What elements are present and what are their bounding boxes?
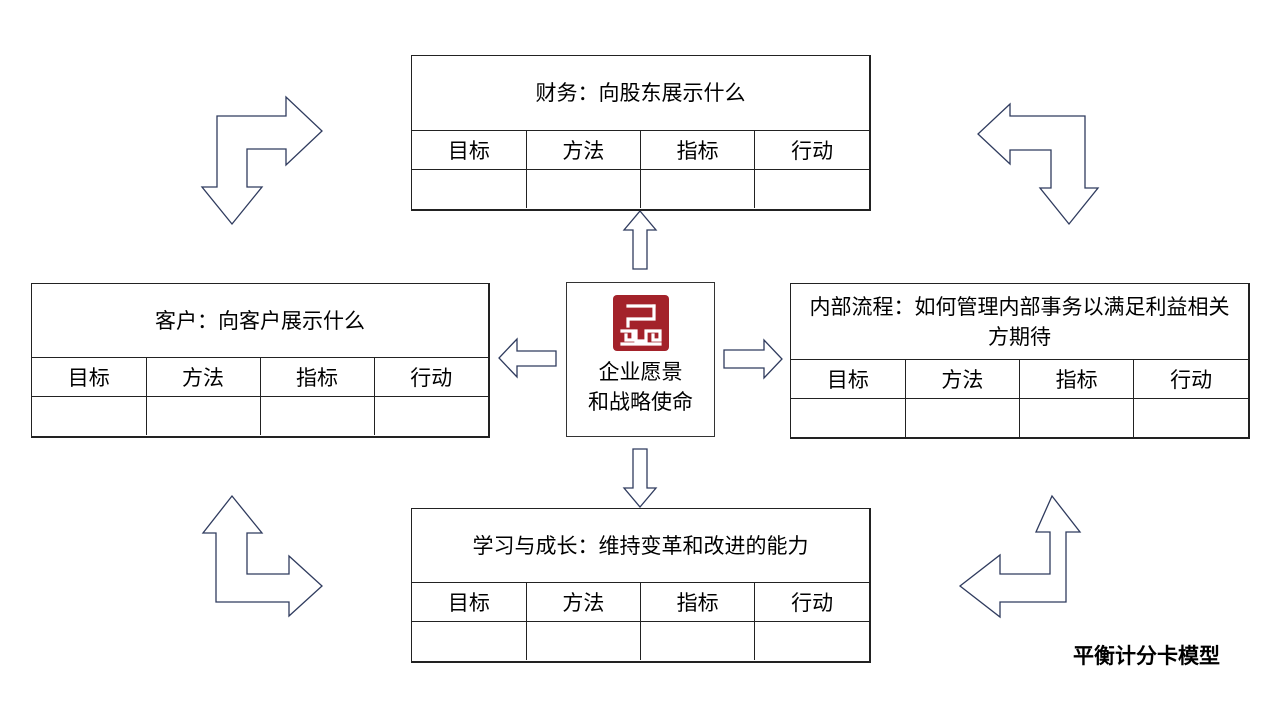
column-header-action: 行动 — [754, 131, 869, 170]
empty-cell — [755, 170, 869, 209]
empty-cell — [640, 621, 756, 660]
vision-text: 企业愿景 和战略使命 — [567, 357, 714, 417]
empty-cell — [526, 169, 642, 208]
empty-cell — [32, 396, 147, 435]
arrow-right-to-process — [723, 338, 783, 380]
empty-cell — [1134, 399, 1248, 438]
fret-pattern-icon — [620, 304, 662, 346]
column-header-metric: 指标 — [1019, 360, 1135, 399]
vision-line-1: 企业愿景 — [598, 360, 683, 384]
company-logo-icon — [613, 295, 669, 351]
customer-table: 目标 方法 指标 行动 — [32, 358, 488, 435]
customer-title: 客户：向客户展示什么 — [32, 284, 488, 358]
empty-cell — [755, 622, 869, 661]
finance-title: 财务：向股东展示什么 — [412, 56, 869, 131]
vision-line-2: 和战略使命 — [588, 390, 693, 414]
column-header-metric: 指标 — [260, 358, 375, 397]
column-header-goal: 目标 — [412, 583, 527, 622]
column-header-action: 行动 — [754, 583, 869, 622]
empty-cell — [374, 397, 488, 436]
bent-arrow-top-right — [977, 102, 1100, 226]
vision-mission-box: 企业愿景 和战略使命 — [566, 282, 715, 437]
column-header-action: 行动 — [374, 358, 488, 397]
bent-arrow-top-left — [200, 95, 323, 226]
empty-cell — [791, 398, 906, 437]
column-header-action: 行动 — [1133, 360, 1248, 399]
column-header-metric: 指标 — [640, 131, 756, 170]
column-header-metric: 指标 — [640, 583, 756, 622]
learning-panel: 学习与成长：维持变革和改进的能力 目标 方法 指标 行动 — [411, 508, 871, 663]
column-header-method: 方法 — [146, 358, 261, 397]
bent-arrow-bottom-left — [201, 494, 323, 618]
process-panel: 内部流程：如何管理内部事务以满足利益相关方期待 目标 方法 指标 行动 — [790, 283, 1250, 439]
empty-cell — [412, 621, 527, 660]
empty-cell — [526, 621, 642, 660]
empty-cell — [260, 396, 375, 435]
learning-title: 学习与成长：维持变革和改进的能力 — [412, 509, 869, 583]
finance-table: 目标 方法 指标 行动 — [412, 131, 869, 208]
bent-arrow-bottom-right — [958, 494, 1082, 619]
empty-cell — [905, 398, 1021, 437]
customer-panel: 客户：向客户展示什么 目标 方法 指标 行动 — [31, 283, 490, 438]
empty-cell — [640, 169, 756, 208]
column-header-goal: 目标 — [412, 131, 527, 170]
process-title: 内部流程：如何管理内部事务以满足利益相关方期待 — [791, 284, 1248, 360]
column-header-method: 方法 — [526, 131, 642, 170]
empty-cell — [412, 169, 527, 208]
column-header-goal: 目标 — [32, 358, 147, 397]
learning-table: 目标 方法 指标 行动 — [412, 583, 869, 660]
arrow-left-to-customer — [498, 337, 557, 379]
diagram-caption: 平衡计分卡模型 — [1073, 644, 1220, 668]
process-table: 目标 方法 指标 行动 — [791, 360, 1248, 437]
finance-panel: 财务：向股东展示什么 目标 方法 指标 行动 — [411, 55, 871, 211]
arrow-up-to-finance — [622, 209, 658, 270]
arrow-down-to-learning — [622, 448, 658, 509]
empty-cell — [1019, 398, 1135, 437]
column-header-method: 方法 — [526, 583, 642, 622]
column-header-goal: 目标 — [791, 360, 906, 399]
empty-cell — [146, 396, 261, 435]
column-header-method: 方法 — [905, 360, 1021, 399]
